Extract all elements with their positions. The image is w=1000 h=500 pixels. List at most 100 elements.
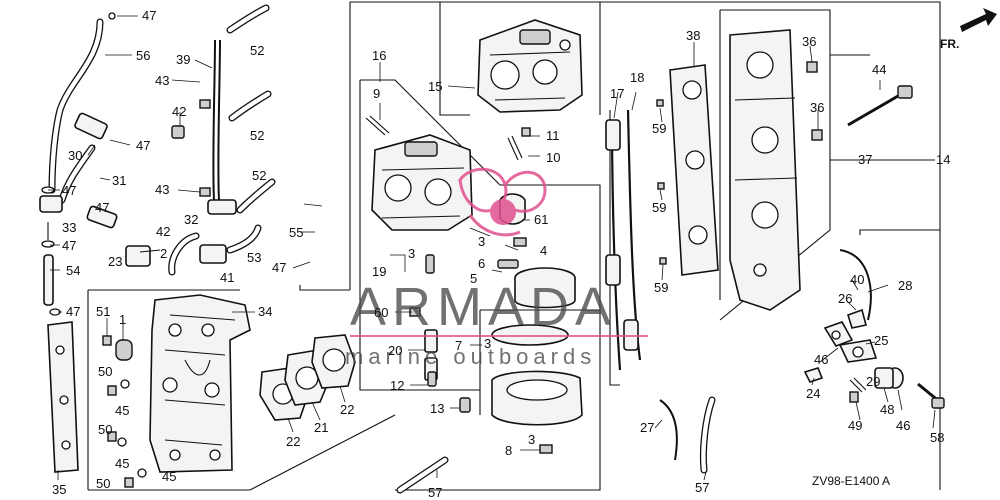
callout-1: 1	[119, 312, 126, 327]
front-arrow-icon: FR.	[940, 8, 997, 51]
callout-16: 16	[372, 48, 386, 63]
callout-3: 3	[528, 432, 535, 447]
carb-small-parts	[365, 115, 553, 454]
watermark-brand: ARMADA	[350, 277, 617, 337]
callout-46: 46	[896, 418, 910, 433]
callout-40: 40	[850, 272, 864, 287]
callout-42: 42	[156, 224, 170, 239]
callout-47: 47	[136, 138, 150, 153]
callout-59: 59	[652, 200, 666, 215]
callout-46: 46	[814, 352, 828, 367]
callout-30: 30	[68, 148, 82, 163]
callout-23: 23	[108, 254, 122, 269]
callout-59: 59	[652, 121, 666, 136]
callout-4: 4	[540, 243, 547, 258]
callout-47: 47	[62, 183, 76, 198]
callout-12: 12	[390, 378, 404, 393]
callout-60: 60	[374, 305, 388, 320]
callout-26: 26	[838, 291, 852, 306]
callout-35: 35	[52, 482, 66, 497]
callout-33: 33	[62, 220, 76, 235]
callout-2: 2	[160, 246, 167, 261]
armada-logo-mark	[458, 167, 547, 237]
callout-54: 54	[66, 263, 80, 278]
callout-52: 52	[250, 128, 264, 143]
manifold-bolts	[656, 61, 913, 265]
callout-61: 61	[534, 212, 548, 227]
callout-22: 22	[286, 434, 300, 449]
callout-29: 29	[866, 374, 880, 389]
callout-7: 7	[455, 338, 462, 353]
callout-31: 31	[112, 173, 126, 188]
carburetor-upper-15	[477, 19, 583, 113]
spacer-gaskets	[259, 334, 356, 421]
callout-13: 13	[430, 401, 444, 416]
callout-47: 47	[272, 260, 286, 275]
callout-50: 50	[98, 364, 112, 379]
callout-48: 48	[880, 402, 894, 417]
leader-lines	[48, 15, 936, 481]
callout-56: 56	[136, 48, 150, 63]
callout-45: 45	[115, 456, 129, 471]
callout-27: 27	[640, 420, 654, 435]
callout-20: 20	[388, 343, 402, 358]
callout-18: 18	[630, 70, 644, 85]
callout-57: 57	[695, 480, 709, 495]
callout-labels: 47 56 39 52 43 42 47 30 31 52 47 33 47 4…	[52, 8, 950, 500]
callout-25: 25	[874, 333, 888, 348]
callout-51: 51	[96, 304, 110, 319]
callout-49: 49	[848, 418, 862, 433]
callout-10: 10	[546, 150, 560, 165]
diagram-code: ZV98-E1400 A	[812, 474, 890, 488]
callout-24: 24	[806, 386, 820, 401]
callout-52: 52	[250, 43, 264, 58]
gasket-38	[669, 64, 719, 276]
callout-5: 5	[470, 271, 477, 286]
callout-11: 11	[546, 128, 560, 143]
callout-37: 37	[858, 152, 872, 167]
callout-50: 50	[96, 476, 110, 491]
fuel-hose-assembly	[168, 4, 276, 276]
callout-47: 47	[62, 238, 76, 253]
callout-43: 43	[155, 182, 169, 197]
callout-39: 39	[176, 52, 190, 67]
callout-44: 44	[872, 62, 886, 77]
callout-21: 21	[314, 420, 328, 435]
callout-17: 17	[610, 86, 624, 101]
small-fasteners-left	[102, 335, 147, 488]
callout-14: 14	[936, 152, 950, 167]
gasket-35	[47, 321, 79, 473]
callout-55: 55	[289, 225, 303, 240]
callout-28: 28	[898, 278, 912, 293]
callout-38: 38	[686, 28, 700, 43]
callout-41: 41	[220, 270, 234, 285]
callout-3: 3	[478, 234, 485, 249]
front-indicator-label: FR.	[940, 37, 959, 51]
callout-47: 47	[142, 8, 156, 23]
left-hose-assembly	[39, 12, 185, 316]
callout-32: 32	[184, 212, 198, 227]
callout-22: 22	[340, 402, 354, 417]
intake-manifold-37	[729, 29, 801, 311]
callout-43: 43	[155, 73, 169, 88]
callout-52: 52	[252, 168, 266, 183]
callout-47: 47	[66, 304, 80, 319]
callout-58: 58	[930, 430, 944, 445]
armada-watermark: ARMADA marine outboards	[345, 167, 648, 369]
callout-15: 15	[428, 79, 442, 94]
callout-34: 34	[258, 304, 272, 319]
frame-lines	[87, 1, 941, 491]
callout-3: 3	[408, 246, 415, 261]
watermark-tagline: marine outboards	[345, 344, 596, 369]
callout-42: 42	[172, 104, 186, 119]
callout-36: 36	[802, 34, 816, 49]
intake-body-34	[149, 294, 251, 473]
lower-hoses	[396, 396, 716, 494]
callout-8: 8	[505, 443, 512, 458]
callout-53: 53	[247, 250, 261, 265]
callout-3: 3	[484, 336, 491, 351]
carburetor-lower-16	[371, 134, 473, 231]
callout-59: 59	[654, 280, 668, 295]
